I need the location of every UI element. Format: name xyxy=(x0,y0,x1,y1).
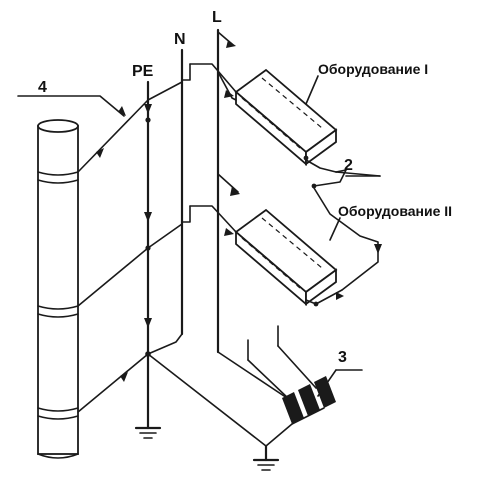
equipment-2 xyxy=(77,173,344,307)
pipe-clamp-2 xyxy=(37,305,79,318)
label-n: N xyxy=(174,31,186,48)
equipment-1 xyxy=(77,63,338,173)
pipe-top xyxy=(37,119,79,133)
pipe-clamp-3 xyxy=(37,407,79,420)
label-equipment-1: Оборудование I xyxy=(318,61,428,77)
callout-number-3: 3 xyxy=(338,349,347,366)
label-equipment-2: Оборудование II xyxy=(338,203,452,219)
pe-conductor xyxy=(144,80,152,430)
metal-pipe xyxy=(37,119,79,459)
l-conductor xyxy=(216,28,291,401)
pipe-clamp-1 xyxy=(37,171,79,184)
pipe-body xyxy=(37,125,79,455)
pe-ground-icon xyxy=(134,426,162,439)
label-pe: PE xyxy=(132,63,154,80)
pipe-lower-connection xyxy=(77,353,267,447)
label-l: L xyxy=(212,9,222,26)
callout-leaders xyxy=(17,75,381,397)
ground-electrodes xyxy=(247,325,336,447)
main-ground-icon xyxy=(252,444,280,471)
n-conductor xyxy=(147,48,184,355)
pipe-bottom xyxy=(37,453,79,459)
callout-number-4: 4 xyxy=(38,79,47,96)
callout-number-2: 2 xyxy=(344,157,353,174)
